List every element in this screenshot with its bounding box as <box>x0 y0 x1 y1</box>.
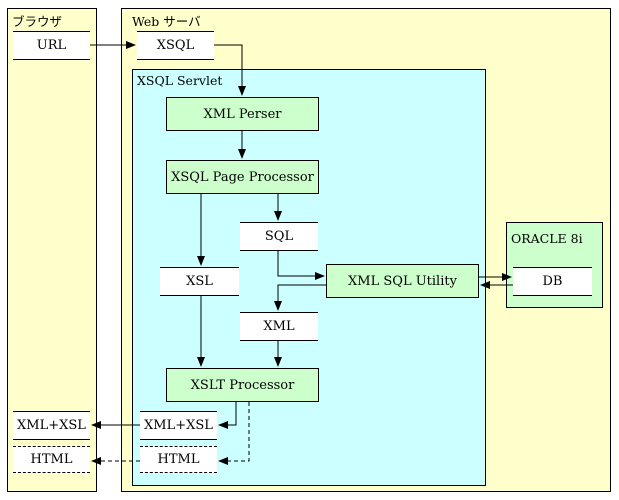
servlet-html-document: HTML <box>140 446 217 473</box>
web-server-title: Web サーバ <box>132 14 201 29</box>
browser-xml-xsl-document: XML+XSL <box>13 411 90 440</box>
xsql-page-processor-box: XSQL Page Processor <box>166 160 319 194</box>
xml-parser-box: XML Perser <box>166 97 319 131</box>
xml-sql-utility-box: XML SQL Utility <box>326 264 479 298</box>
arrow-xslt-to-html <box>218 402 250 465</box>
arrow-xsql-to-parser <box>214 44 246 96</box>
arrow-utility-to-xml <box>274 284 326 311</box>
arrow-sql-to-utility <box>277 251 325 280</box>
xsl-document: XSL <box>160 267 239 296</box>
xsql-document: XSQL <box>137 31 214 60</box>
browser-title: ブラウザ <box>12 14 63 29</box>
oracle-title: ORACLE 8i <box>511 231 583 246</box>
servlet-xml-xsl-document: XML+XSL <box>140 411 217 440</box>
browser-html-document: HTML <box>13 446 90 473</box>
xml-document: XML <box>240 312 318 341</box>
db-document: DB <box>513 267 592 296</box>
xsql-servlet-title: XSQL Servlet <box>137 73 223 88</box>
xslt-processor-box: XSLT Processor <box>166 368 319 402</box>
sql-document: SQL <box>240 222 318 251</box>
arrow-xslt-to-xml-xsl <box>218 402 237 429</box>
url-document: URL <box>13 31 90 60</box>
